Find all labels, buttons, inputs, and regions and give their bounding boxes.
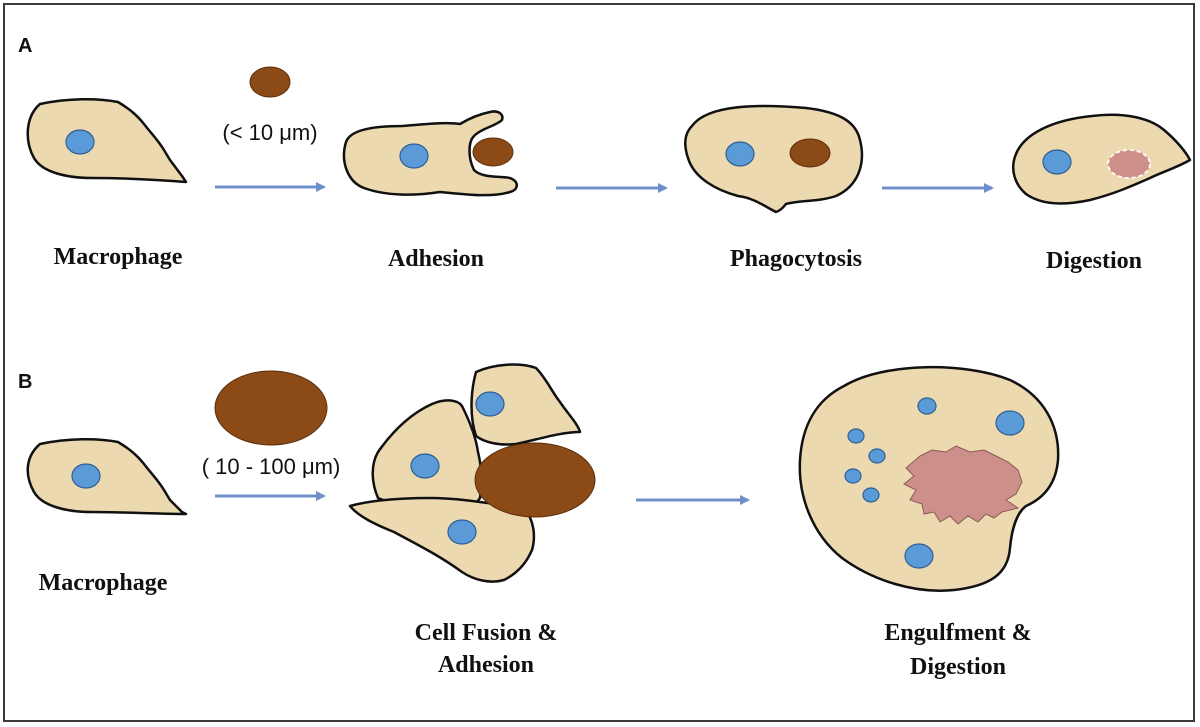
panel-a-digestion	[1012, 113, 1192, 205]
macrophage-cell	[26, 97, 188, 184]
panel-a: A (< 10 μm)	[18, 35, 1192, 274]
fusing-cell-bottom	[348, 496, 536, 583]
label-cell-fusion-line1: Cell Fusion &	[415, 620, 558, 646]
label-macrophage-b: Macrophage	[39, 570, 168, 596]
panel-b: B ( 10 - 100 μm)	[18, 363, 1060, 680]
phagocytosis-cell	[684, 104, 864, 214]
nucleus	[447, 519, 477, 545]
large-particle	[214, 370, 328, 446]
figure-border	[3, 3, 1195, 722]
label-phagocytosis: Phagocytosis	[730, 246, 862, 272]
label-digestion: Digestion	[1046, 248, 1142, 274]
nucleus	[904, 543, 934, 569]
label-cell-fusion-line2: Adhesion	[438, 652, 534, 678]
label-macrophage-a: Macrophage	[54, 244, 183, 270]
nucleus	[995, 410, 1025, 436]
fusing-cell-top	[470, 363, 582, 446]
nucleus	[475, 391, 505, 417]
digested-particle	[1107, 149, 1151, 179]
nucleus	[847, 428, 865, 444]
label-engulfment-line1: Engulfment &	[884, 620, 1031, 646]
adhesion-cell	[342, 110, 518, 197]
engulfed-particle	[789, 138, 831, 168]
particle-size-label-a: (< 10 μm)	[222, 120, 317, 145]
particle-size-label-b: ( 10 - 100 μm)	[202, 454, 341, 479]
large-particle-adhered	[474, 442, 596, 518]
digestion-cell	[1012, 113, 1192, 205]
nucleus	[725, 141, 755, 167]
nucleus	[410, 453, 440, 479]
panel-b-giant-cell	[798, 365, 1060, 592]
label-engulfment-line2: Digestion	[910, 654, 1006, 680]
adhering-particle	[472, 137, 514, 167]
panel-b-macrophage	[26, 437, 188, 516]
nucleus	[868, 448, 886, 464]
panel-a-letter: A	[18, 35, 32, 57]
nucleus	[65, 129, 95, 155]
panel-a-phagocytosis	[684, 104, 864, 214]
panel-a-adhesion	[342, 110, 518, 197]
nucleus	[71, 463, 101, 489]
nucleus	[399, 143, 429, 169]
small-particle	[249, 66, 291, 98]
panel-b-letter: B	[18, 371, 32, 393]
nucleus	[862, 487, 880, 503]
nucleus	[844, 468, 862, 484]
panel-b-fused-cells	[348, 363, 596, 583]
macrophage-cell	[26, 437, 188, 516]
nucleus	[917, 397, 937, 415]
panel-a-macrophage	[26, 97, 188, 184]
nucleus	[1042, 149, 1072, 175]
digesting-particle	[903, 445, 1023, 525]
label-adhesion: Adhesion	[388, 246, 484, 272]
